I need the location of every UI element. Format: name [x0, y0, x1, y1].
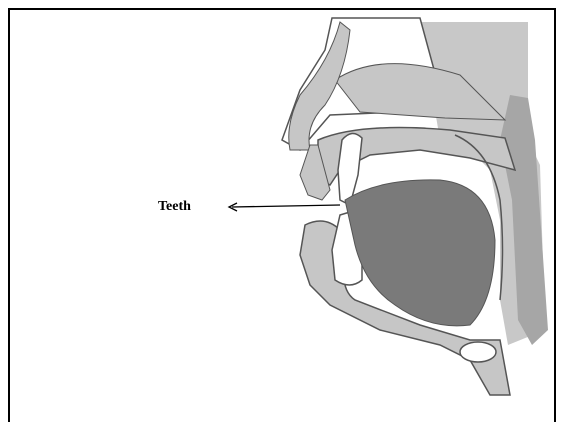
larynx	[460, 342, 496, 362]
tongue	[345, 180, 495, 326]
teeth-pointer-line	[232, 205, 340, 207]
teeth-label: Teeth	[158, 199, 191, 215]
